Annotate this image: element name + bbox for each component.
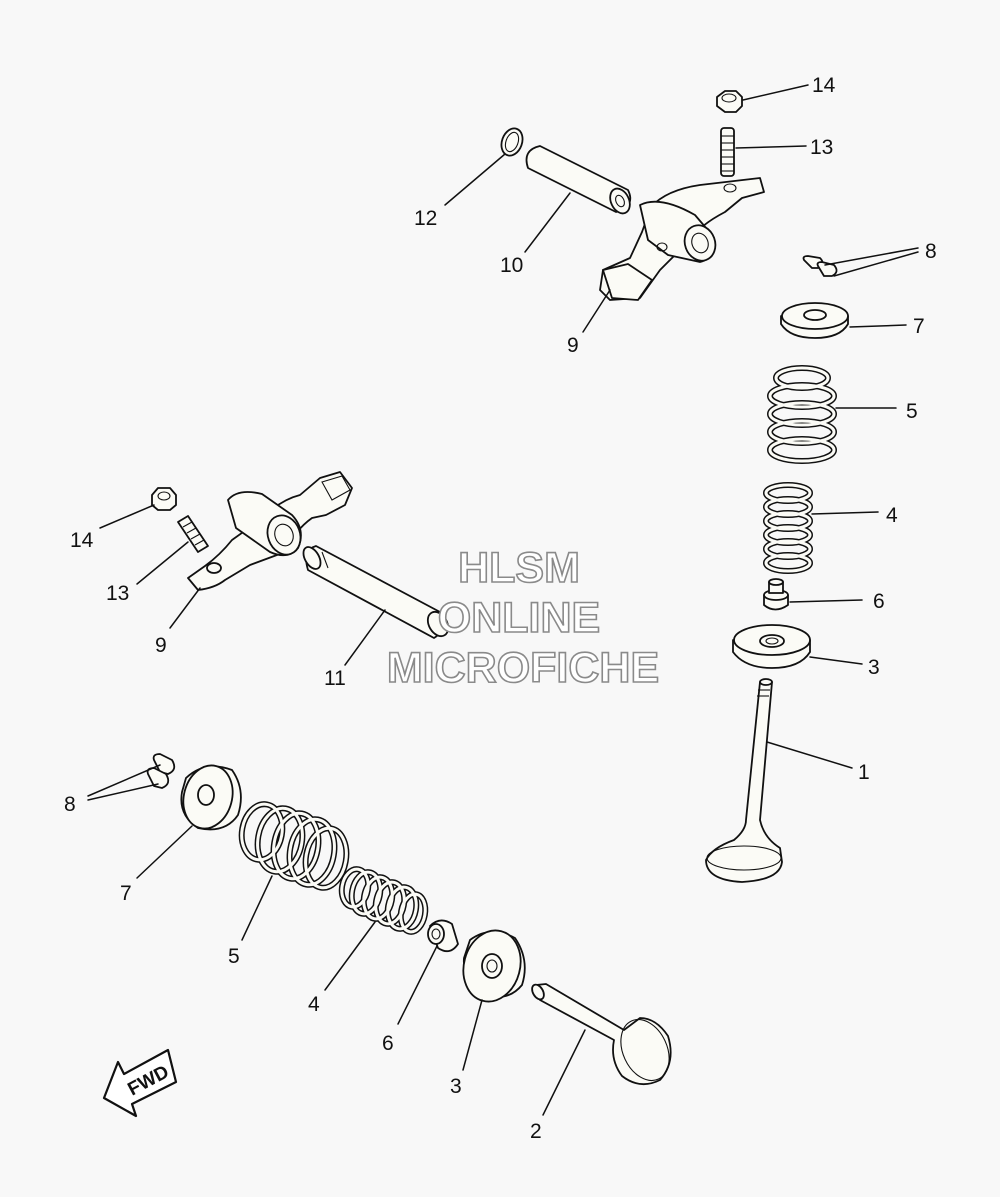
leader-line-13-left	[136, 541, 189, 585]
callout-9-top: 9	[567, 334, 579, 357]
callout-7-bottom: 7	[120, 882, 132, 905]
callout-3-bottom: 3	[450, 1075, 462, 1098]
leader-line-4-bottom	[324, 921, 376, 991]
intake-valve-part-2[interactable]	[530, 983, 679, 1089]
callout-2: 2	[530, 1120, 542, 1143]
adjusting-screw-part-13-left[interactable]	[177, 515, 209, 553]
leader-line-8a-top	[824, 247, 919, 266]
leader-line-10	[524, 192, 571, 253]
callout-11: 11	[324, 667, 346, 690]
leader-line-6-bottom	[397, 945, 438, 1025]
leader-line-7-top	[849, 324, 907, 328]
valve-cotter-part-8-bottom[interactable]	[146, 753, 176, 789]
spring-seat-part-3-bottom[interactable]	[456, 924, 529, 1008]
leader-line-14-top	[742, 84, 809, 101]
leader-line-12	[444, 153, 506, 206]
fwd-arrow-icon: FWD	[102, 1048, 178, 1118]
valve-cotter-part-8-top[interactable]	[802, 255, 838, 277]
callout-5-top: 5	[906, 400, 918, 423]
nut-part-14-top[interactable]	[716, 90, 743, 113]
callout-13-top: 13	[810, 136, 833, 159]
outer-valve-spring-part-5-top[interactable]	[767, 365, 837, 464]
rocker-arm-part-9-left[interactable]	[187, 471, 353, 591]
leader-line-8b-top	[833, 251, 919, 277]
callout-10: 10	[500, 254, 523, 277]
callout-8-top: 8	[925, 240, 937, 263]
valve-stem-seal-part-6-top[interactable]	[763, 578, 789, 611]
inner-valve-spring-part-4-top[interactable]	[763, 482, 813, 574]
callout-9-left: 9	[155, 634, 167, 657]
leader-line-6-top	[789, 599, 863, 603]
callout-6-top: 6	[873, 590, 885, 613]
callout-14-left: 14	[70, 529, 94, 552]
inner-valve-spring-part-4-bottom[interactable]	[338, 866, 429, 935]
callout-4-bottom: 4	[308, 993, 320, 1016]
rocker-shaft-part-10[interactable]	[525, 145, 634, 217]
leader-line-1	[766, 741, 853, 769]
exhaust-valve-part-1[interactable]	[705, 678, 783, 883]
leader-line-7-bottom	[136, 825, 193, 879]
watermark-line-3: MICROFICHE	[387, 644, 659, 692]
leader-line-4-top	[811, 511, 879, 515]
callout-14-top: 14	[812, 74, 836, 97]
leader-line-3-top	[809, 656, 863, 665]
spring-retainer-part-7-bottom[interactable]	[177, 760, 242, 834]
callout-7-top: 7	[913, 315, 925, 338]
callout-12: 12	[414, 207, 437, 230]
leader-line-9-left	[169, 587, 201, 629]
leader-line-14-left	[99, 504, 155, 529]
watermark-line-2: ONLINE	[438, 594, 600, 642]
spring-retainer-part-7-top[interactable]	[780, 302, 849, 339]
adjusting-screw-part-13-top[interactable]	[720, 127, 735, 177]
callout-13-left: 13	[106, 582, 129, 605]
leader-line-8b-bottom	[87, 783, 159, 801]
leader-line-11	[344, 609, 386, 666]
o-ring-part-12[interactable]	[498, 125, 526, 158]
callout-3-top: 3	[868, 656, 880, 679]
nut-part-14-left[interactable]	[151, 487, 177, 511]
spring-seat-part-3-top[interactable]	[732, 624, 811, 669]
leader-line-5-bottom	[241, 875, 273, 941]
leader-line-9-top	[582, 289, 611, 333]
leader-line-13-top	[735, 145, 807, 149]
callout-1: 1	[858, 761, 870, 784]
leader-line-3-bottom	[462, 999, 483, 1071]
valve-stem-seal-part-6-bottom[interactable]	[427, 919, 459, 953]
callout-6-bottom: 6	[382, 1032, 394, 1055]
leader-line-2	[542, 1029, 586, 1116]
watermark: HLSM ONLINE MICROFICHE	[386, 543, 660, 693]
rocker-shaft-part-11[interactable]	[300, 544, 452, 640]
callout-5-bottom: 5	[228, 945, 240, 968]
outer-valve-spring-part-5-bottom[interactable]	[237, 801, 350, 891]
watermark-line-1: HLSM	[458, 544, 580, 592]
leader-line-8a-bottom	[87, 764, 161, 797]
callout-8-bottom: 8	[64, 793, 76, 816]
rocker-arm-part-9-top[interactable]	[599, 177, 765, 301]
callout-4-top: 4	[886, 504, 898, 527]
